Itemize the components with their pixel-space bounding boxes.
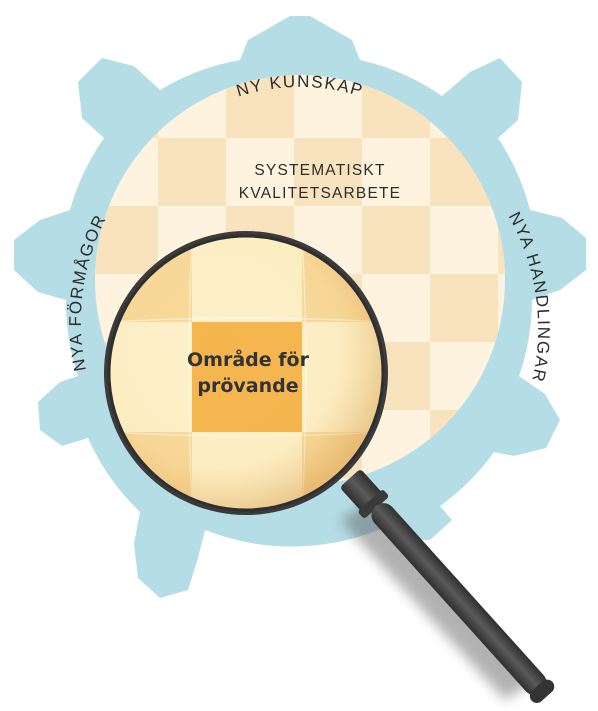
inner-tile [362,206,430,274]
inner-tile [294,138,362,206]
magnifier-shadow [340,500,535,700]
inner-tile [158,138,226,206]
inner-tile [226,75,294,138]
lens-label-line1: Område för [187,347,310,371]
inner-tile [498,478,505,485]
inner-tile [95,206,158,274]
magnifier-lens [104,231,388,515]
center-title-line2: KVALITETSARBETE [239,185,401,202]
center-title-line1: SYSTEMATISKT [254,162,385,179]
magnifier-handle [341,470,555,703]
inner-tile [430,274,498,342]
lens-label-line2: prövande [197,375,298,397]
